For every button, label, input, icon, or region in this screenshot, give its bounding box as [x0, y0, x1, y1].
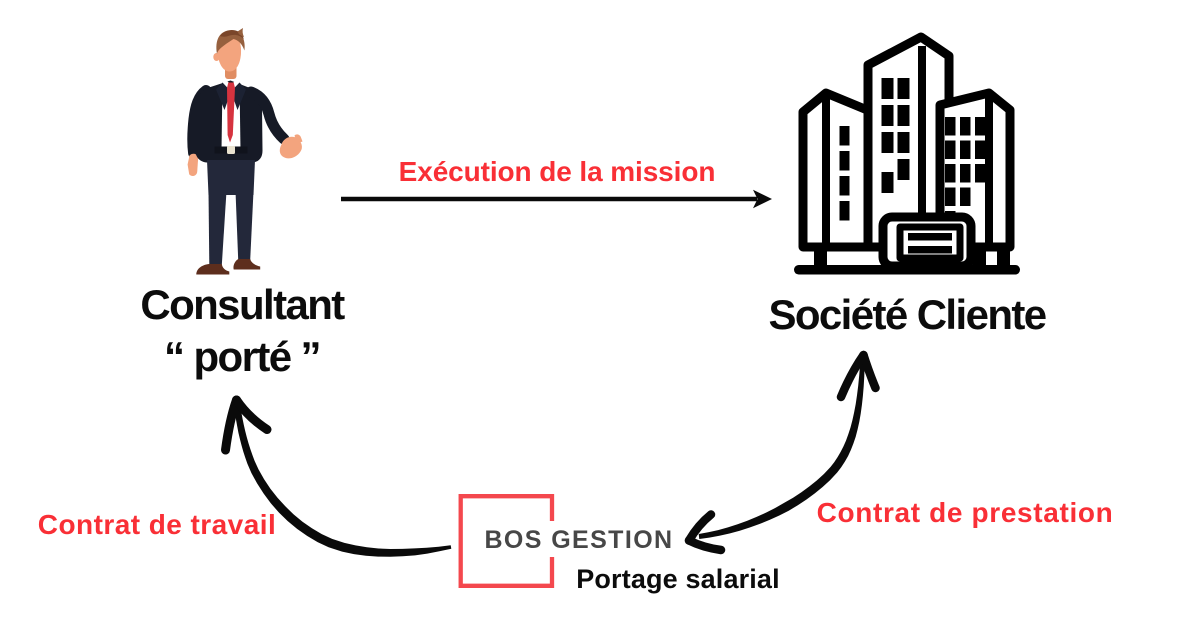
consultant-illustration: [187, 28, 303, 275]
consultant-node-label: Consultant “ porté ”: [42, 279, 442, 383]
consultant-label-line2: “ porté ”: [164, 333, 322, 380]
mission-edge-label: Exécution de la mission: [398, 156, 716, 187]
brand-wordmark: BOS GESTION: [484, 526, 674, 554]
travail-arrow: [221, 395, 452, 557]
mission-arrow: [341, 189, 772, 209]
travail-edge-label: Contrat de travail: [37, 509, 277, 540]
client-node-label: Société Cliente: [768, 291, 1047, 338]
prestation-edge-label: Contrat de prestation: [816, 497, 1114, 528]
logo-square: [458, 494, 555, 588]
brand-caption: Portage salarial: [576, 564, 780, 594]
consultant-label-line1: Consultant: [140, 281, 345, 328]
prestation-arrow: [684, 350, 880, 555]
city-buildings-icon: [794, 32, 1020, 275]
